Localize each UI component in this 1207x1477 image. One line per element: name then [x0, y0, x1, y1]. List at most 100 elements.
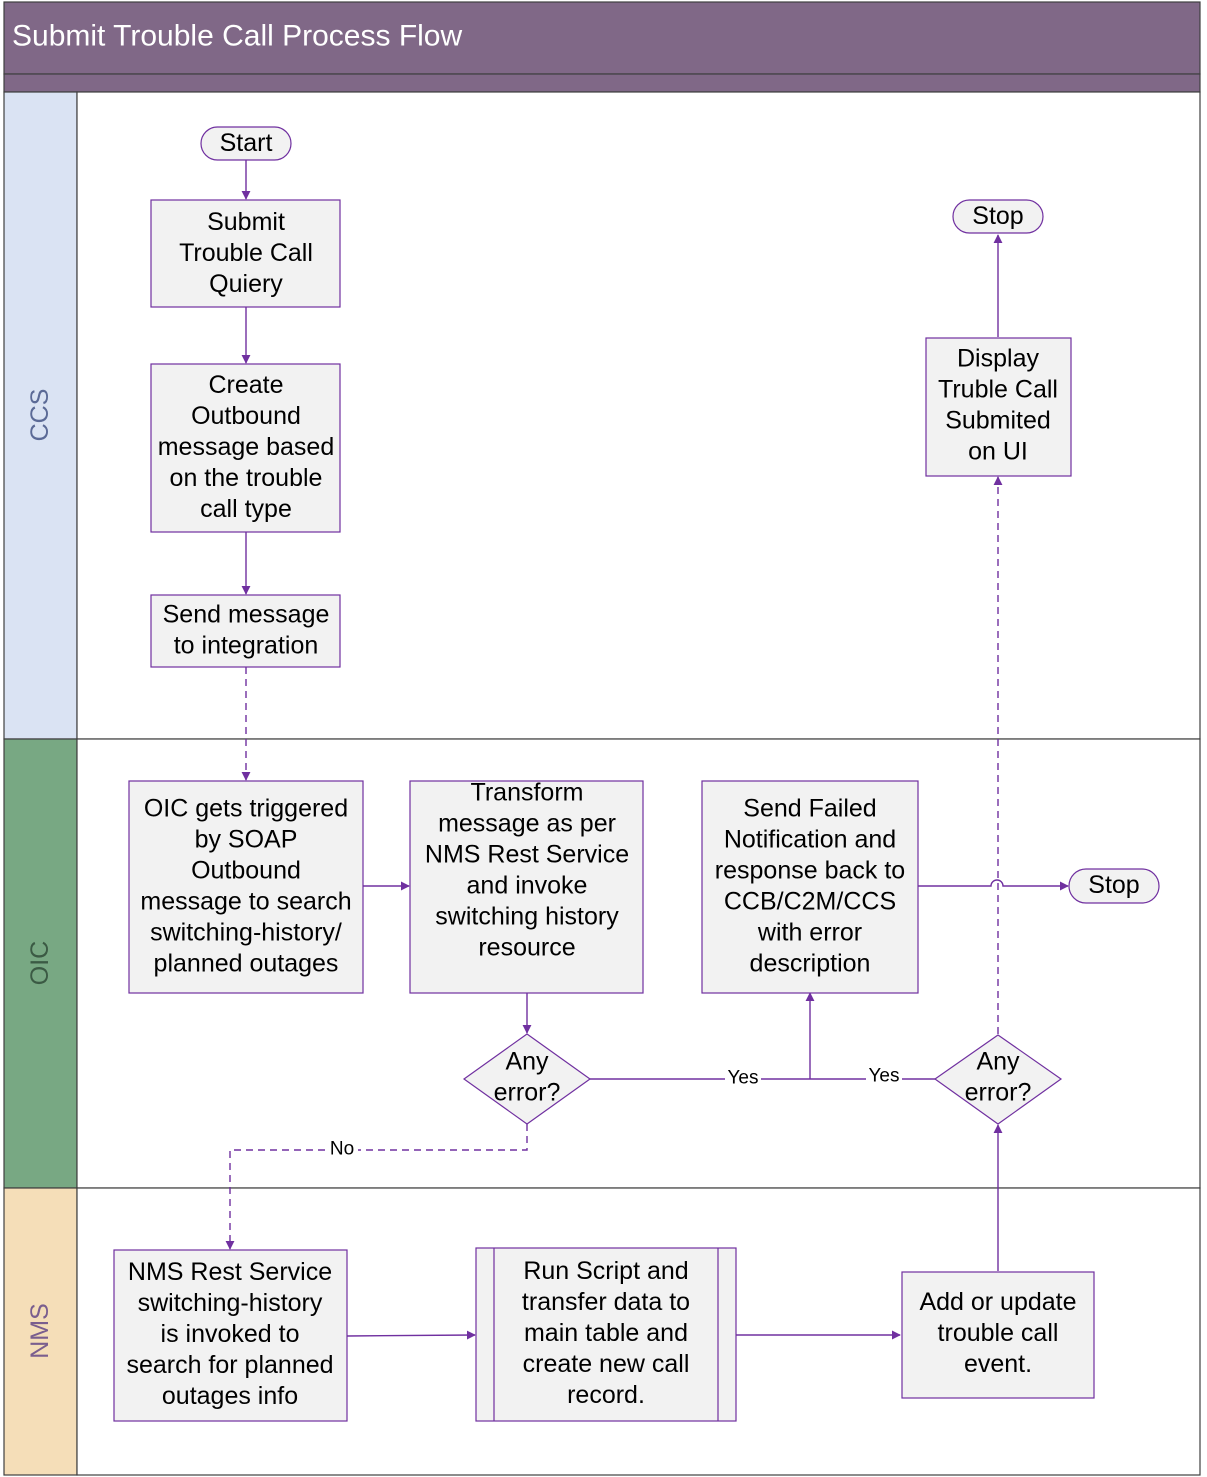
stop-ccs-label: Stop: [972, 202, 1023, 230]
submit-query-box: [150, 199, 341, 308]
failed-notification-box: [701, 780, 919, 994]
edge-label-yes-2: Yes: [869, 1066, 900, 1087]
node-text-line: Stop: [1088, 871, 1139, 899]
title-bar: [3, 1, 1201, 75]
stop-oic-label: Stop: [1088, 871, 1139, 899]
node-text-line: on UI: [968, 438, 1028, 466]
lane-label-oic: OIC: [26, 941, 54, 985]
node-text-line: CCB/C2M/CCS: [724, 888, 896, 916]
edge-err1-no: [225, 1124, 528, 1250]
display-submitted-box: [925, 337, 1072, 477]
run-script-label: Run Script and transfer data to main table…: [522, 1257, 690, 1409]
node-text-line: message to search: [140, 888, 351, 916]
node-text-line: Add or update: [919, 1288, 1076, 1316]
start-label: Start: [220, 129, 273, 157]
node-text-line: error?: [965, 1079, 1032, 1107]
oic-trigger-box: [128, 780, 364, 994]
node-text-line: NMS Rest Service: [425, 841, 629, 869]
page-title: Submit Trouble Call Process Flow: [12, 20, 462, 53]
any-error-label-2: Any error?: [965, 1048, 1032, 1107]
node-text-line: message as per: [438, 810, 616, 838]
any-error-decision-1: [462, 1033, 592, 1125]
lane-oic-band: [3, 738, 78, 1189]
transform-box: [409, 780, 644, 994]
stop-ccs-terminal: [952, 199, 1044, 234]
edge-failed-stop: [918, 879, 1069, 891]
edge-label-no: No: [330, 1139, 354, 1160]
node-text-line: Send Failed: [743, 795, 876, 823]
node-text-line: planned outages: [154, 950, 339, 978]
node-text-line: Run Script and: [523, 1257, 688, 1285]
title-subbar: [3, 73, 1201, 93]
node-text-line: Send message: [163, 601, 330, 629]
any-error-decision-2: [933, 1034, 1063, 1125]
node-text-line: error?: [494, 1079, 561, 1107]
node-text-line: Notification and: [724, 826, 896, 854]
node-text-line: Any: [976, 1048, 1020, 1076]
edge-nmsrest-run: [346, 1330, 476, 1340]
lane-label-nms: NMS: [26, 1303, 54, 1359]
node-text-line: Outbound: [191, 857, 301, 885]
node-text-line: create new call: [523, 1350, 690, 1378]
send-message-label: Send message to integration: [163, 601, 330, 660]
node-text-line: switching history: [435, 903, 619, 931]
node-text-line: by SOAP: [195, 826, 298, 854]
node-text-line: search for planned: [126, 1351, 333, 1379]
node-text-line: Submit: [207, 208, 285, 236]
create-outbound-box: [150, 363, 341, 533]
node-text-line: switching-history/: [150, 919, 342, 947]
edge-label-yes-1: Yes: [728, 1068, 759, 1089]
node-text-line: Transform: [471, 779, 584, 807]
node-text-line: Trouble Call: [179, 239, 313, 267]
node-text-line: call type: [200, 495, 292, 523]
node-text-line: on the trouble: [170, 464, 323, 492]
node-text-line: switching-history: [138, 1289, 323, 1317]
node-text-line: Outbound: [191, 402, 301, 430]
node-text-line: Quiery: [209, 270, 283, 298]
node-text-line: trouble call: [938, 1319, 1059, 1347]
lane-nms-band: [3, 1187, 78, 1476]
send-message-box: [150, 594, 341, 668]
nms-rest-box: [113, 1249, 348, 1422]
add-update-label: Add or update trouble call event.: [919, 1288, 1076, 1378]
no-label-bg: [326, 1139, 358, 1161]
node-text-line: event.: [964, 1350, 1032, 1378]
node-text-line: Any: [505, 1048, 549, 1076]
node-text-line: NMS Rest Service: [128, 1258, 332, 1286]
start-terminal: [200, 126, 292, 161]
oic-trigger-label: OIC gets triggered by SOAP Outbound message…: [140, 795, 351, 978]
yes2-label-bg: [866, 1066, 902, 1088]
node-text-line: Create: [208, 371, 283, 399]
node-text-line: Truble Call: [938, 376, 1058, 404]
node-text-line: OIC gets triggered: [144, 795, 348, 823]
lane-ccs-band: [3, 91, 78, 740]
node-text-line: Stop: [972, 202, 1023, 230]
node-text-line: resource: [478, 934, 575, 962]
node-text-line: message based: [158, 433, 335, 461]
node-text-line: main table and: [524, 1319, 688, 1347]
add-update-box: [901, 1271, 1095, 1399]
nms-rest-label: NMS Rest Service switching-history is invo…: [126, 1258, 333, 1410]
any-error-label-1: Any error?: [494, 1048, 561, 1107]
node-text-line: Display: [957, 345, 1039, 373]
stop-oic-terminal: [1068, 868, 1160, 904]
node-text-line: Submited: [945, 407, 1051, 435]
node-text-line: with error: [757, 919, 862, 947]
yes1-label-bg: [725, 1068, 761, 1090]
node-text-line: transfer data to: [522, 1288, 690, 1316]
node-text-line: is invoked to: [161, 1320, 300, 1348]
node-text-line: Start: [220, 129, 273, 157]
node-text-line: description: [750, 950, 871, 978]
node-text-line: response back to: [715, 857, 905, 885]
run-script-box: [475, 1247, 737, 1422]
node-text-line: to integration: [174, 632, 319, 660]
node-text-line: record.: [567, 1381, 645, 1409]
node-text-line: outages info: [162, 1382, 298, 1410]
